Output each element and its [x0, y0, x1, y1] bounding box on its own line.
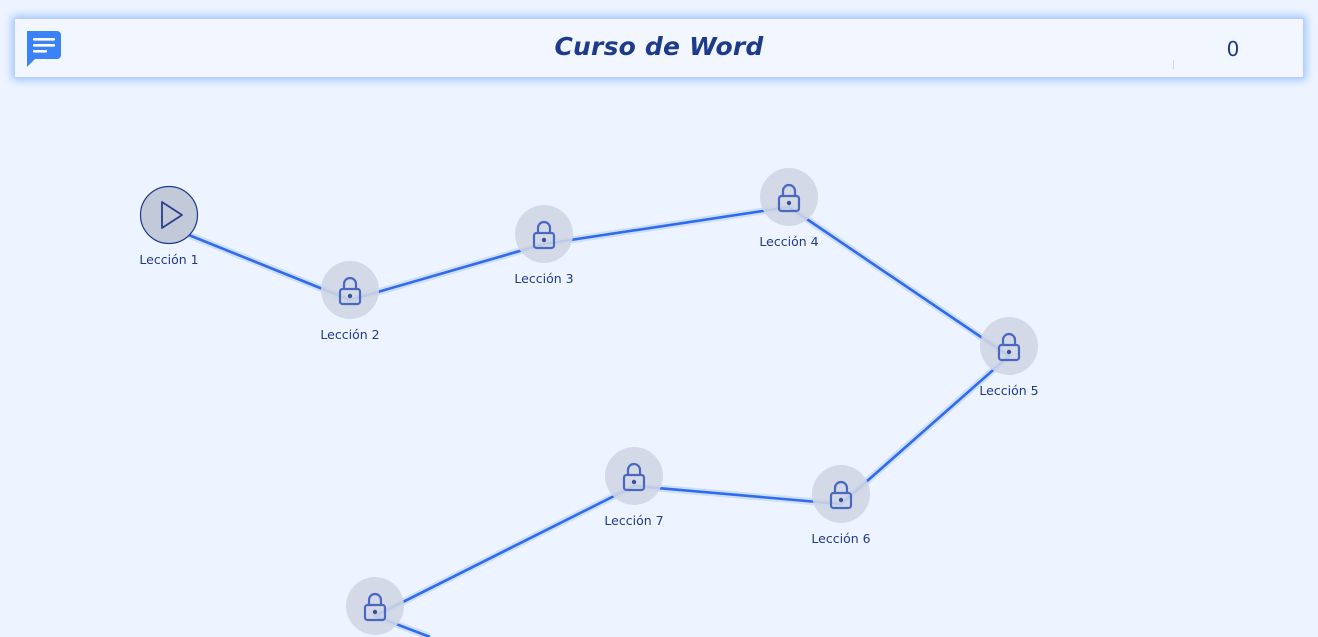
lesson-nodes: Lección 1 Lección 2 Lección 3 Lección 4 Lecc…: [139, 168, 1039, 635]
play-icon: [161, 201, 183, 229]
lesson-node-4: Lección 4: [759, 168, 819, 249]
chat-menu-button[interactable]: [23, 29, 63, 69]
lesson-label-5: Lección 5: [979, 383, 1038, 398]
lesson-label-7: Lección 7: [604, 513, 663, 528]
lesson-node-3: Lección 3: [514, 205, 574, 286]
lesson-path: [162, 203, 1013, 637]
lock-icon: [622, 462, 646, 492]
lesson-node-6: Lección 6: [811, 465, 871, 546]
lesson-node-5: Lección 5: [979, 317, 1039, 398]
lesson-label-1: Lección 1: [139, 252, 198, 267]
lesson-node-7: Lección 7: [604, 447, 664, 528]
lock-icon: [777, 183, 801, 213]
score-counter: 0: [1226, 37, 1240, 61]
lock-icon: [363, 592, 387, 622]
lesson-label-2: Lección 2: [320, 327, 379, 342]
lesson-node-1[interactable]: Lección 1: [139, 185, 199, 268]
lock-icon: [532, 220, 556, 250]
lock-icon: [338, 276, 362, 306]
page-title: Curso de Word: [554, 32, 764, 61]
chat-menu-icon: [27, 31, 61, 67]
top-bar: Curso de Word 0: [14, 18, 1304, 78]
lock-icon: [997, 332, 1021, 362]
lesson-label-3: Lección 3: [514, 271, 573, 286]
lesson-label-4: Lección 4: [759, 234, 818, 249]
lesson-label-6: Lección 6: [811, 531, 870, 546]
lock-icon: [829, 480, 853, 510]
lesson-node-2: Lección 2: [320, 261, 380, 342]
lesson-node-circle[interactable]: [139, 185, 199, 245]
lesson-path-line: [163, 205, 1011, 637]
lesson-node-8: [346, 577, 404, 635]
score-divider: [1173, 60, 1174, 69]
